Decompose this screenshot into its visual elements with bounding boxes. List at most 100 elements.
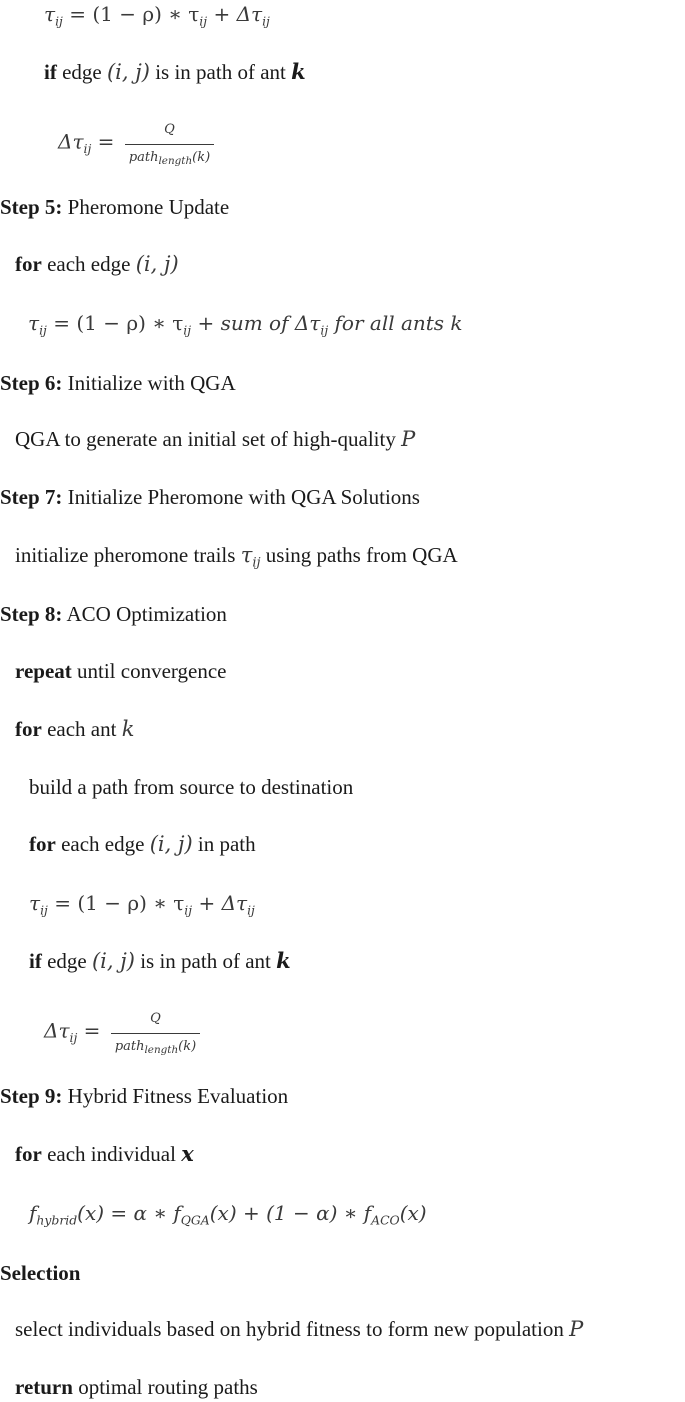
text: is in path of ant [149,60,292,84]
tau-symbol: τ [44,2,56,26]
step-label: Step 5: [0,195,63,219]
fraction-numerator: Q [150,1011,161,1026]
edge-variable: (i, j) [106,60,150,84]
keyword-for: for [15,252,42,276]
delta-tau-symbol: Δτ [44,1018,70,1043]
for-each-edge-line: for each edge (i, j) [15,252,179,276]
text: each individual [41,1142,182,1166]
keyword-for: for [15,1142,42,1166]
k-argument: (k) [178,1039,197,1054]
equation-tail: + sum of Δτ [191,311,321,335]
initialize-trails-line: initialize pheromone trails τij using pa… [15,543,458,570]
equation-end: (x) [399,1201,427,1225]
step-6-heading: Step 6: Initialize with QGA [0,371,236,395]
subscript: ij [252,555,261,571]
subscript: ij [69,1029,78,1045]
subscript: ij [184,902,193,918]
build-path-line: build a path from source to destination [29,775,353,799]
edge-variable: (i, j) [91,949,135,973]
step-title: Initialize Pheromone with QGA Solutions [62,485,420,509]
equation-tail: + Δτ [192,891,248,915]
edge-variable: (i, j) [149,832,193,856]
selection-heading: Selection [0,1261,81,1285]
equals-sign: = [77,1018,107,1043]
step-8-heading: Step 8: ACO Optimization [0,602,227,626]
keyword-repeat: repeat [15,659,72,683]
tau-subscript: ij [55,13,63,29]
fraction-denominator: pathlength(k) [110,1033,201,1059]
for-each-edge-in-path-line: for each edge (i, j) in path [29,832,256,856]
qga-subscript: QGA [180,1212,210,1228]
text: edge [56,60,107,84]
step-9-heading: Step 9: Hybrid Fitness Evaluation [0,1084,288,1108]
length-subscript: length [144,1044,179,1057]
tau-symbol: τ [240,543,253,567]
step-title: Initialize with QGA [62,371,236,395]
text: edge [41,949,92,973]
text: until convergence [71,659,227,683]
hybrid-fitness-equation: fhybrid(x) = α ∗ fQGA(x) + (1 − α) ∗ fAC… [29,1201,427,1226]
subscript: ij [247,902,255,918]
equation-body: = (1 − ρ) ∗ τ [62,2,200,26]
text: select individuals based on hybrid fitne… [15,1317,570,1341]
tau-subscript: ij [199,13,208,29]
step-5-heading: Step 5: Pheromone Update [0,195,229,219]
step-label: Step 8: [0,602,63,626]
keyword-if: if [44,60,57,84]
f-symbol: f [29,1201,37,1225]
delta-tau-symbol: Δτ [58,129,84,154]
text: each ant [41,717,122,741]
tau-symbol: τ [28,311,40,335]
subscript: ij [183,322,192,338]
select-individuals-line: select individuals based on hybrid fitne… [15,1317,583,1341]
length-subscript: length [158,155,193,168]
equals-sign: = [91,129,121,154]
text: QGA to generate an initial set of high-q… [15,427,402,451]
keyword-for: for [15,717,42,741]
if-edge-in-path-line-2: if edge (i, j) is in path of ant k [29,948,291,974]
path-text: path [114,1039,145,1054]
step-label: Step 9: [0,1084,63,1108]
step-title: Pheromone Update [62,195,230,219]
text: each edge [55,832,150,856]
tau-symbol: τ [29,891,41,915]
equation-body: = (1 − ρ) ∗ τ [46,311,184,335]
if-edge-in-path-line: if edge (i, j) is in path of ant k [44,60,306,85]
equation-body: = (1 − ρ) ∗ τ [47,891,185,915]
path-text: path [128,150,159,165]
repeat-line: repeat until convergence [15,659,227,683]
keyword-return: return [15,1375,73,1399]
pheromone-decay-equation: τij = (1 − ρ) ∗ τij + Δτij [44,2,270,27]
ant-variable: k [121,717,135,741]
subscript: ij [39,322,47,338]
edge-variable: (i, j) [135,252,179,276]
subscript: ij [320,322,329,338]
tau-subscript: ij [262,13,270,29]
hybrid-subscript: hybrid [36,1212,78,1228]
equation-body: (x) + (1 − α) ∗ f [209,1201,372,1225]
text: is in path of ant [134,949,277,973]
population-variable: P [569,1317,584,1341]
subscript: ij [40,902,48,918]
individual-variable: x [181,1141,194,1166]
population-variable: P [401,427,416,451]
text: in path [192,832,256,856]
step-7-heading: Step 7: Initialize Pheromone with QGA So… [0,485,420,509]
for-each-ant-line: for each ant k [15,717,134,741]
subscript: ij [83,140,92,156]
equation-end: for all ants k [328,311,463,335]
pheromone-decay-equation-2: τij = (1 − ρ) ∗ τij + Δτij [29,891,255,916]
aco-subscript: ACO [371,1212,400,1228]
text: using paths from QGA [260,543,458,567]
equation-body: (x) = α ∗ f [77,1201,181,1225]
text: initialize pheromone trails [15,543,241,567]
pheromone-update-equation: τij = (1 − ρ) ∗ τij + sum of Δτij for al… [28,311,463,336]
ant-variable: k [276,948,291,973]
fraction-numerator: Q [164,122,175,137]
text: each edge [41,252,136,276]
step-title: Hybrid Fitness Evaluation [62,1084,289,1108]
